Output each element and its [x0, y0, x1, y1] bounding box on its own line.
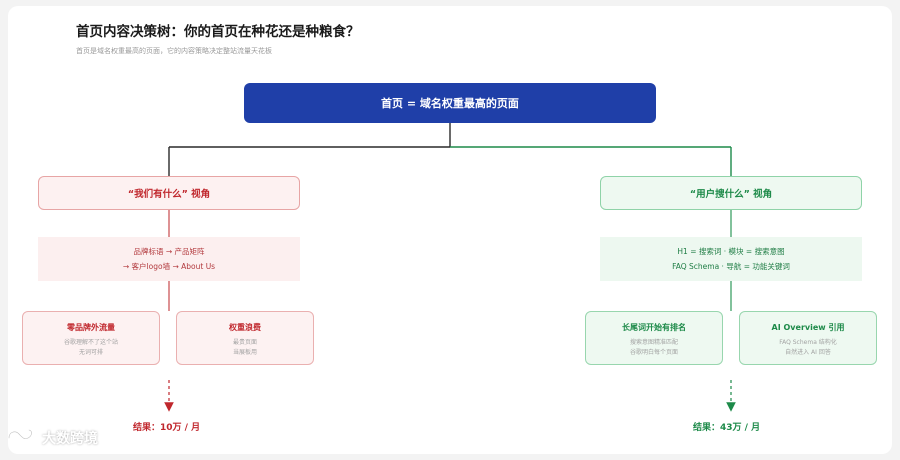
leaf-title: AI Overview 引用	[771, 323, 845, 332]
leaf-text: 谷歌理解不了这个站	[63, 339, 118, 346]
leaf-text: 无词可排	[78, 349, 103, 356]
page-title: 首页内容决策树：你的首页在种花还是种粮食？	[76, 24, 360, 40]
leaf-text: 自然进入 AI 回答	[785, 349, 831, 356]
leaf-title: 零品牌外流量	[67, 323, 115, 332]
right-info-line: FAQ Schema · 导航 = 功能关键词	[672, 262, 790, 271]
left-leaf-node: 权重浪费 最贵页面 当展板用	[176, 311, 314, 365]
left-result: 结果：10万 / 月	[133, 423, 201, 433]
leaf-text: 当展板用	[232, 349, 257, 356]
leaf-text: 最贵页面	[232, 339, 257, 346]
right-leaf-node: AI Overview 引用 FAQ Schema 结构化 自然进入 AI 回答	[739, 311, 877, 365]
left-perspective-label: “我们有什么” 视角	[127, 189, 211, 200]
page-subtitle: 首页是域名权重最高的页面，它的内容策略决定整站流量天花板	[76, 47, 272, 55]
right-perspective-node: “用户搜什么” 视角	[600, 176, 862, 210]
watermark-logo-icon	[7, 428, 33, 440]
right-result: 结果：43万 / 月	[693, 423, 761, 433]
right-info-box: H1 = 搜索词 · 模块 = 搜索意图 FAQ Schema · 导航 = 功…	[600, 237, 862, 281]
leaf-text: FAQ Schema 结构化	[779, 339, 837, 346]
right-leaf-node: 长尾词开始有排名 搜索意图精准匹配 谷歌明白每个页面	[585, 311, 723, 365]
left-perspective-node: “我们有什么” 视角	[38, 176, 300, 210]
left-info-box: 品牌标语 → 产品矩阵 → 客户logo墙 → About Us	[38, 237, 300, 281]
leaf-title: 权重浪费	[229, 323, 261, 332]
right-info-line: H1 = 搜索词 · 模块 = 搜索意图	[677, 247, 785, 256]
watermark: 大数跨境	[6, 428, 98, 448]
left-leaf-node: 零品牌外流量 谷歌理解不了这个站 无词可排	[22, 311, 160, 365]
left-info-line: → 客户logo墙 → About Us	[122, 262, 216, 271]
diagram-card	[8, 6, 892, 454]
root-node: 首页 = 域名权重最高的页面	[244, 83, 656, 123]
leaf-title: 长尾词开始有排名	[622, 323, 686, 332]
right-perspective-label: “用户搜什么” 视角	[689, 189, 773, 200]
leaf-text: 搜索意图精准匹配	[629, 339, 678, 346]
root-node-label: 首页 = 域名权重最高的页面	[381, 97, 519, 110]
left-info-line: 品牌标语 → 产品矩阵	[133, 247, 205, 256]
watermark-text: 大数跨境	[42, 431, 98, 447]
leaf-text: 谷歌明白每个页面	[629, 349, 678, 356]
